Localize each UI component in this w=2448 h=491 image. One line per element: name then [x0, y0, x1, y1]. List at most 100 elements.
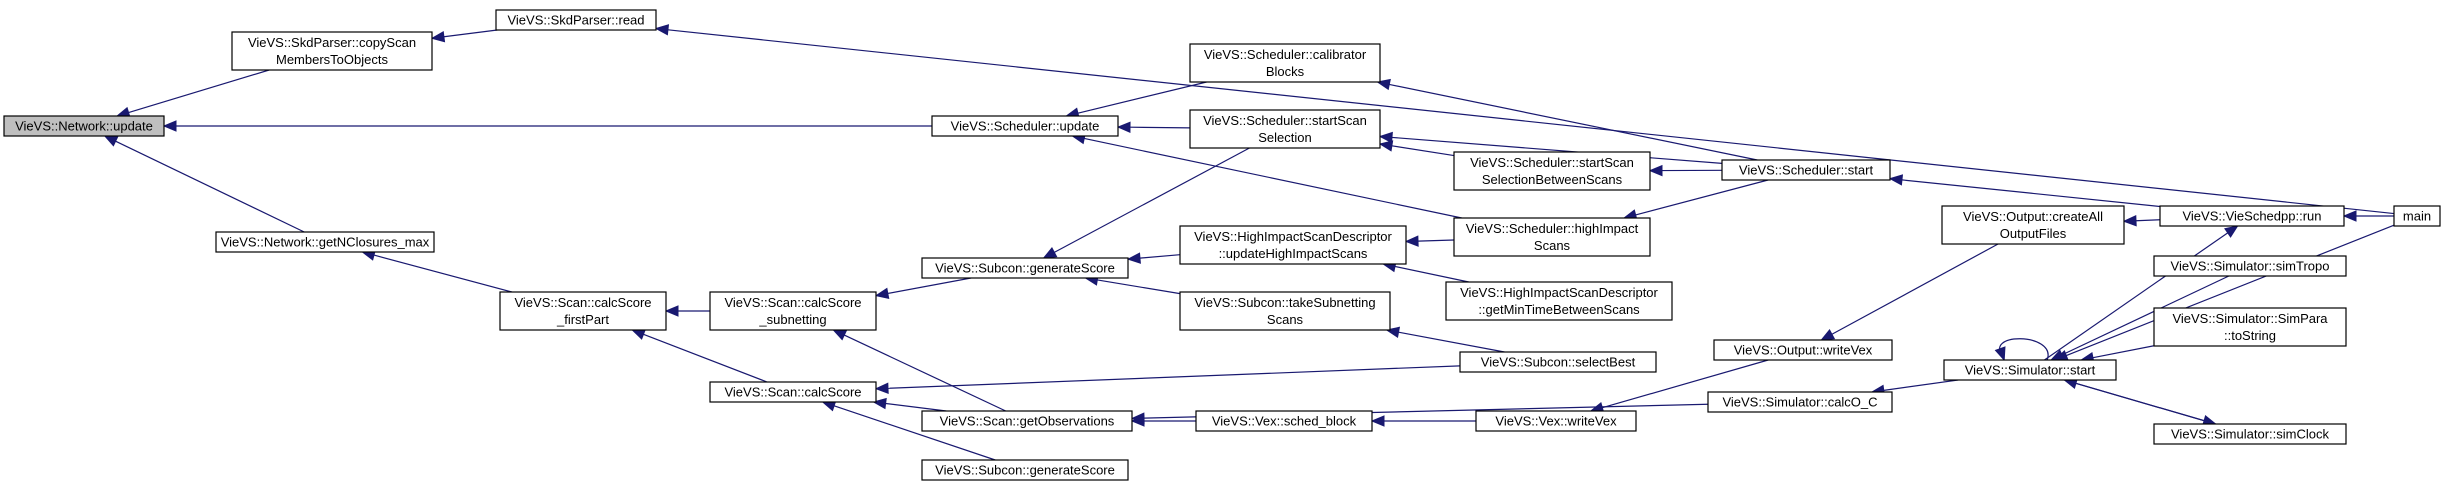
node-label: VieVS::Simulator::start [1965, 363, 2096, 378]
node-network-getnclosures[interactable]: VieVS::Network::getNClosures_max [215, 231, 435, 253]
edge-main-to-vieschedpp_run [2342, 210, 2394, 222]
node-label: VieVS::Scan::calcScore [724, 295, 861, 310]
edge-line [128, 69, 270, 114]
node-box [1453, 151, 1651, 191]
node-box [495, 9, 657, 31]
node-label: VieVS::Subcon::generateScore [935, 261, 1115, 276]
edge-line [2044, 232, 2229, 361]
node-label: VieVS::Simulator::SimPara [2172, 311, 2328, 326]
edge-line [2066, 224, 2395, 357]
edge-hisd_getmintime-to-hisd_update [1381, 260, 1469, 283]
node-scan-calcscore[interactable]: VieVS::Scan::calcScore [709, 381, 877, 403]
node-box [1195, 410, 1373, 432]
edge-line [1129, 126, 1191, 129]
node-subcon-generatescore[interactable]: VieVS::Subcon::generateScore [921, 257, 1129, 279]
edge-scheduler_update-to-network_update [162, 120, 932, 132]
node-label: VieVS::Network::getNClosures_max [221, 235, 430, 250]
node-skdparser-copy[interactable]: VieVS::SkdParser::copyScanMembersToObjec… [231, 31, 433, 71]
node-label: VieVS::Scheduler::update [951, 119, 1100, 134]
arrowhead [1126, 252, 1141, 264]
arrowhead [2122, 215, 2137, 227]
node-hisd-getmintime[interactable]: VieVS::HighImpactScanDescriptor::getMinT… [1445, 281, 1673, 321]
node-label: VieVS::HighImpactScanDescriptor [1194, 229, 1392, 244]
edge-line [1398, 331, 1505, 353]
node-label: VieVS::Subcon::generateScore [935, 463, 1115, 478]
node-vieschedpp-run[interactable]: VieVS::VieSchedpp::run [2159, 205, 2345, 227]
node-box [1459, 351, 1657, 373]
node-label: VieVS::Scheduler::calibrator [1204, 47, 1367, 62]
node-scheduler-startscanselbetween[interactable]: VieVS::Scheduler::startScanSelectionBetw… [1453, 151, 1651, 191]
node-subcon-generatescore2[interactable]: VieVS::Subcon::generateScore [921, 459, 1129, 481]
node-box [1941, 205, 2125, 245]
node-label: VieVS::Network::update [15, 119, 153, 134]
edge-line [2064, 379, 2205, 422]
node-scan-getobservations[interactable]: VieVS::Scan::getObservations [921, 410, 1133, 432]
node-simulator-calcoc[interactable]: VieVS::Simulator::calcO_C [1707, 391, 1893, 413]
node-label: MembersToObjects [276, 52, 388, 67]
arrowhead [1404, 235, 1419, 247]
edge-line [887, 277, 972, 295]
node-box [1721, 159, 1891, 181]
node-subcon-selectbest[interactable]: VieVS::Subcon::selectBest [1459, 351, 1657, 373]
node-label: OutputFiles [2000, 226, 2067, 241]
arrowhead [103, 135, 119, 147]
node-label: VieVS::Output::writeVex [1734, 343, 1873, 358]
node-scan-calcscore-firstpart[interactable]: VieVS::Scan::calcScore_firstPart [499, 291, 667, 331]
node-box [1445, 281, 1673, 321]
edge-line [1394, 265, 1469, 283]
arrowhead [1648, 164, 1663, 177]
node-box [709, 381, 877, 403]
edge-line [1097, 279, 1181, 295]
node-main[interactable]: main [2393, 205, 2441, 227]
node-scan-calcscore-subnetting[interactable]: VieVS::Scan::calcScore_subnetting [709, 291, 877, 331]
nodes-layer: VieVS::Network::update VieVS::SkdParser::… [3, 9, 2441, 481]
edge-line [115, 140, 305, 233]
node-simulator-simpara-tostring[interactable]: VieVS::Simulator::SimPara::toString [2153, 307, 2347, 347]
node-box [1943, 359, 2117, 381]
node-scheduler-start[interactable]: VieVS::Scheduler::start [1721, 159, 1891, 181]
node-label: VieVS::Scheduler::start [1739, 163, 1874, 178]
node-simulator-simclock[interactable]: VieVS::Simulator::simClock [2153, 423, 2347, 445]
node-label: VieVS::Output::createAll [1963, 209, 2103, 224]
node-label: Selection [1258, 130, 1311, 145]
node-scheduler-update[interactable]: VieVS::Scheduler::update [931, 115, 1119, 137]
edge-subcon_selectbest-to-subcon_takesubnetting [1385, 326, 1505, 353]
node-label: VieVS::Simulator::simTropo [2171, 259, 2330, 274]
node-box [1707, 391, 1893, 413]
edge-scheduler_startscanselbetween-to-scheduler_startscansel [1378, 140, 1455, 157]
node-label: Scans [1267, 312, 1304, 327]
node-label: VieVS::Scheduler::highImpact [1466, 221, 1639, 236]
node-label: VieVS::Simulator::simClock [2171, 427, 2329, 442]
node-output-writevex[interactable]: VieVS::Output::writeVex [1713, 339, 1893, 361]
node-box [709, 291, 877, 331]
arrowhead [1888, 174, 1904, 186]
node-simulator-simtropo[interactable]: VieVS::Simulator::simTropo [2153, 255, 2347, 277]
arrowhead [1376, 78, 1391, 91]
node-label: main [2403, 209, 2431, 224]
node-vex-writevex[interactable]: VieVS::Vex::writeVex [1475, 410, 1637, 432]
edge-line [1999, 338, 2049, 361]
node-hisd-update[interactable]: VieVS::HighImpactScanDescriptor::updateH… [1179, 225, 1407, 265]
edge-line [1831, 243, 1999, 335]
node-label: Scans [1534, 238, 1571, 253]
node-skdparser-read[interactable]: VieVS::SkdParser::read [495, 9, 657, 31]
arrowhead [162, 120, 177, 132]
node-box [921, 459, 1129, 481]
node-box [1179, 225, 1407, 265]
edge-scheduler_calibrator-to-scheduler_update [1065, 81, 1207, 119]
node-vex-sched-block[interactable]: VieVS::Vex::sched_block [1195, 410, 1373, 432]
node-label: VieVS::Scan::calcScore [514, 295, 651, 310]
edge-line [1084, 137, 1462, 219]
node-simulator-start[interactable]: VieVS::Simulator::start [1943, 359, 2117, 381]
arrowhead [1378, 131, 1393, 144]
node-box [231, 31, 433, 71]
node-network-update[interactable]: VieVS::Network::update [3, 115, 165, 137]
edge-scheduler_start-to-scheduler_calibrator [1376, 78, 1758, 161]
edge-line [2061, 275, 2230, 356]
